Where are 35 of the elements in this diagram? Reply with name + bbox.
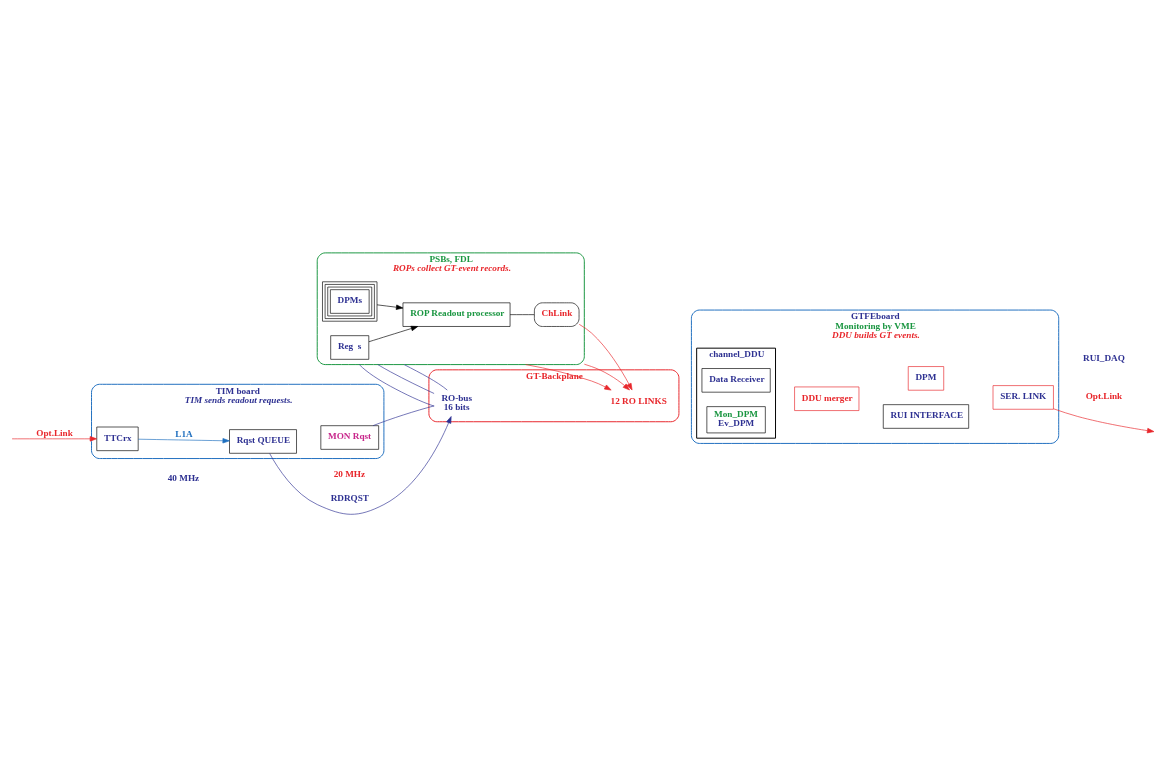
arrow: [137, 438, 230, 444]
label: 20 MHz: [333, 469, 366, 480]
node-box: SER. LINK: [992, 385, 1054, 410]
arrow: [583, 363, 630, 391]
node-text: RO-bus 16 bits: [441, 392, 473, 413]
arrow: [1053, 408, 1155, 434]
label: RUI_DAQ: [1083, 353, 1125, 364]
arrow: [11, 436, 97, 442]
arrow: [525, 364, 612, 391]
arrow: [368, 325, 419, 343]
edge-label: RDRQST: [330, 493, 369, 504]
connector: [358, 364, 435, 407]
arrow: [578, 324, 633, 391]
node-text: 12 RO LINKS: [610, 395, 667, 406]
label: 40 MHz: [167, 473, 200, 484]
node-box: ROP Readout processor: [402, 302, 511, 327]
node-box: Mon_DPM Ev_DPM: [706, 406, 766, 434]
connector: [403, 364, 448, 391]
node-box: DPM: [907, 366, 945, 391]
label: Opt.Link: [1085, 391, 1123, 402]
node-box: TTCrx: [96, 426, 139, 451]
arrow: [269, 416, 452, 515]
node-box: DDU merger: [794, 386, 860, 411]
edge-label: L1A: [175, 428, 193, 439]
edge-label: Opt.Link: [36, 427, 73, 438]
node-box: Data Receiver: [701, 368, 771, 393]
node-box: MON Rqst: [320, 425, 379, 450]
connector: [509, 314, 535, 315]
connector: [377, 364, 435, 394]
connector: [372, 405, 435, 426]
node-box: ChLink: [534, 302, 580, 327]
node-box: Rqst QUEUE: [229, 429, 297, 454]
node-box: Reg s: [330, 335, 370, 360]
node-box: RUI INTERFACE: [882, 404, 970, 429]
arrow: [376, 304, 404, 310]
